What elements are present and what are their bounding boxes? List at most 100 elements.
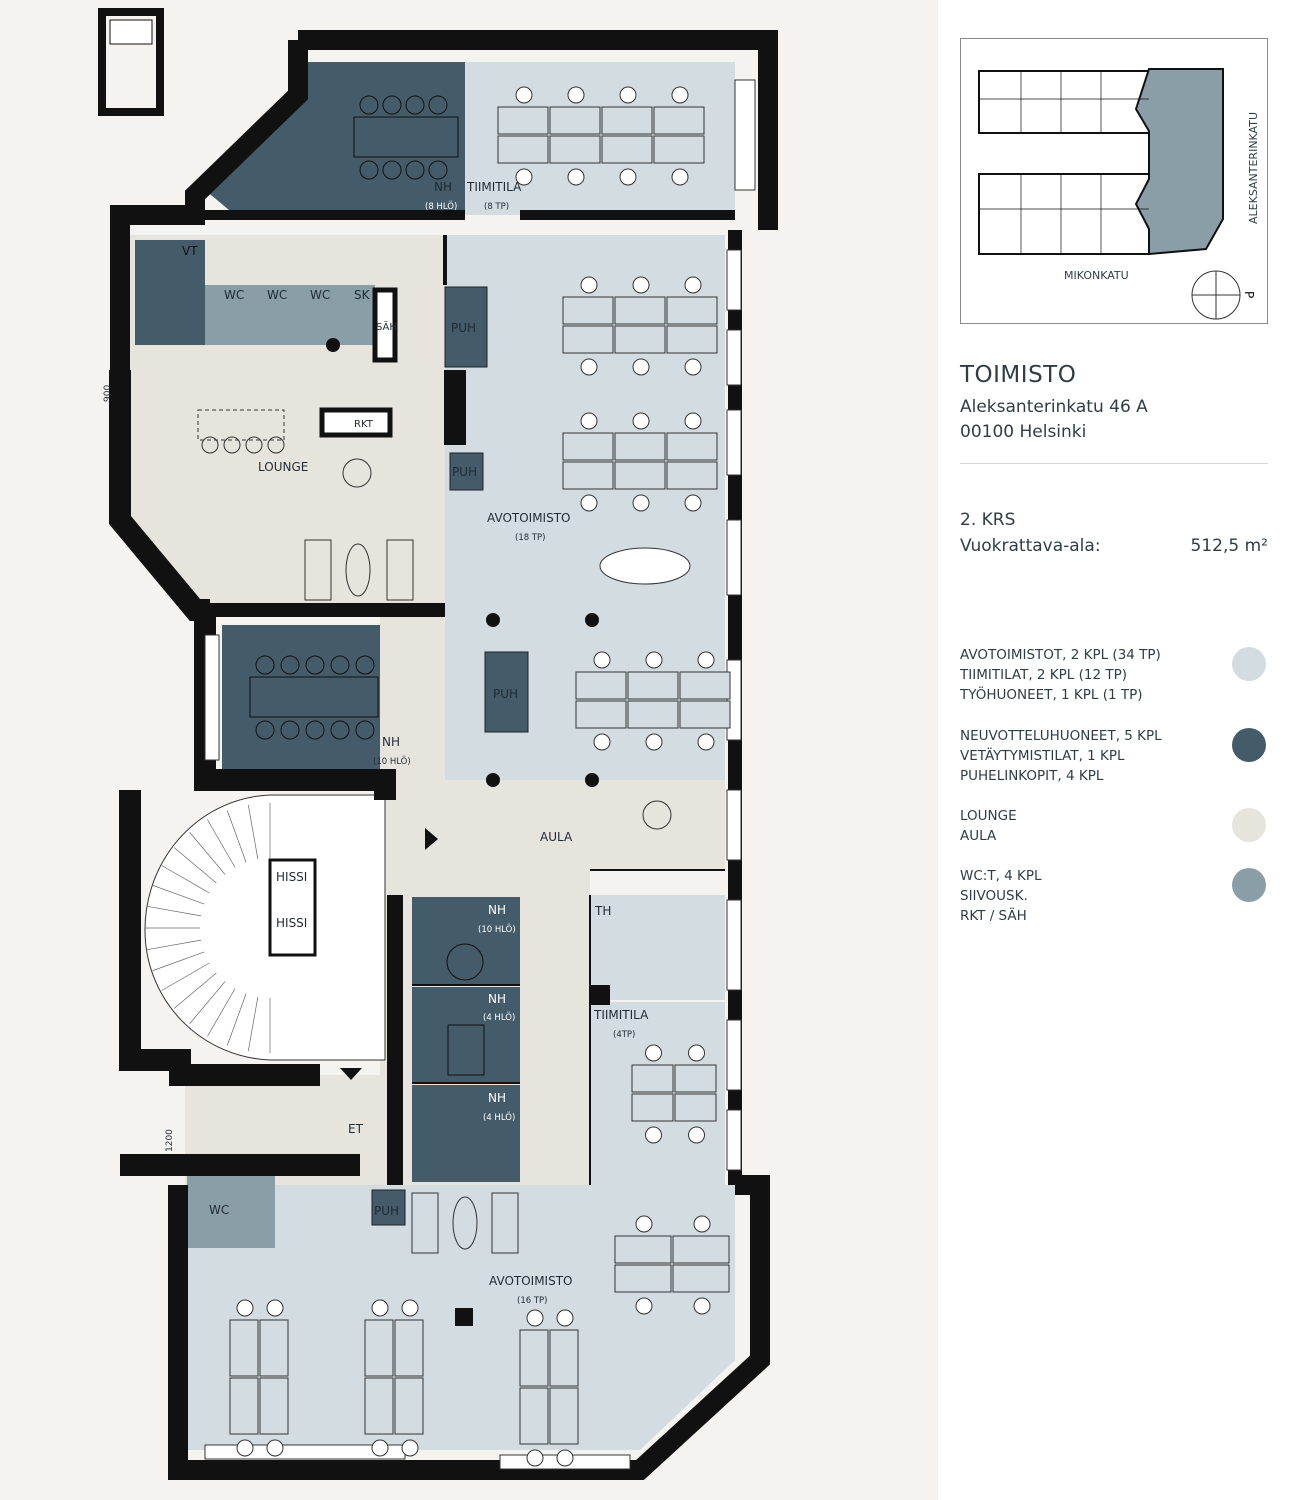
- floor-label: 2. KRS: [960, 510, 1016, 530]
- chair: [684, 358, 702, 376]
- lounge-table: [452, 1196, 478, 1250]
- room-wc-block[interactable]: [205, 285, 375, 345]
- desk: [631, 1093, 674, 1122]
- furniture: [145, 86, 731, 1467]
- column: [585, 773, 599, 787]
- chair: [305, 720, 325, 740]
- puh-booth-2[interactable]: [449, 452, 484, 491]
- stool: [223, 436, 241, 454]
- compass-icon: [1191, 270, 1241, 320]
- label-nh-b: NH: [488, 992, 506, 1006]
- puh-booth-3[interactable]: [484, 651, 529, 733]
- chair: [632, 494, 650, 512]
- column: [486, 773, 500, 787]
- meeting-table: [249, 676, 379, 718]
- desk: [614, 296, 666, 325]
- stair-tread: [161, 962, 210, 991]
- room-vt[interactable]: [135, 240, 205, 345]
- listing-title: TOIMISTO: [960, 362, 1077, 388]
- desk: [259, 1319, 289, 1377]
- sofa: [411, 1192, 439, 1254]
- legend-line: SIIVOUSK.: [960, 888, 1028, 904]
- desk: [666, 325, 718, 354]
- chair: [684, 494, 702, 512]
- legend-line: NEUVOTTELUHUONEET, 5 KPL: [960, 728, 1162, 744]
- keymap-highlight: [1134, 68, 1224, 256]
- desk: [519, 1329, 549, 1387]
- chair: [619, 86, 637, 104]
- room-labels: NH (8 HLÖ) TIIMITILA (8 TP) VT WC WC WC …: [103, 180, 649, 1306]
- label-avotoimisto-top-cap: (18 TP): [515, 533, 545, 543]
- chair: [280, 720, 300, 740]
- chair: [556, 1309, 574, 1327]
- desk: [614, 1264, 672, 1293]
- legend-line: RKT / SÄH: [960, 908, 1027, 924]
- room-th[interactable]: [590, 895, 725, 1000]
- label-nh-mid: NH: [382, 735, 400, 749]
- chair: [684, 276, 702, 294]
- chair: [428, 95, 448, 115]
- puh-booth-4[interactable]: [371, 1189, 406, 1226]
- desk: [497, 106, 549, 135]
- label-nh-mid-cap: (10 HLÖ): [373, 756, 411, 767]
- location-keymap: MIKONKATU ALEKSANTERINKATU P: [960, 38, 1268, 324]
- desk: [666, 432, 718, 461]
- desk: [653, 135, 705, 164]
- chair: [697, 651, 715, 669]
- desk: [364, 1377, 394, 1435]
- label-nh-c: NH: [488, 1091, 506, 1105]
- info-panel: MIKONKATU ALEKSANTERINKATU P TOIMISTO Al…: [938, 0, 1292, 1500]
- desk: [672, 1264, 730, 1293]
- room-nh-c[interactable]: [412, 1085, 520, 1182]
- desk: [562, 461, 614, 490]
- label-puh1: PUH: [451, 321, 476, 335]
- stool: [201, 436, 219, 454]
- stair-tread: [174, 847, 217, 884]
- stair-tread: [174, 972, 217, 1009]
- chair: [330, 655, 350, 675]
- desk: [549, 106, 601, 135]
- elevator-shaft: [268, 858, 317, 957]
- meeting-table: [446, 943, 484, 981]
- label-et: ET: [348, 1122, 364, 1136]
- label-hissi1: HISSI: [276, 870, 307, 884]
- legend-line: TIIMITILAT, 2 KPL (12 TP): [960, 667, 1127, 683]
- chair: [645, 651, 663, 669]
- address: Aleksanterinkatu 46 A 00100 Helsinki: [960, 395, 1148, 445]
- label-tiimitila-mid-cap: (4TP): [613, 1030, 635, 1040]
- desk: [627, 671, 679, 700]
- chair: [645, 1044, 662, 1062]
- label-dim-1200: 1200: [165, 1129, 175, 1152]
- room-wc-bottom[interactable]: [187, 1168, 275, 1248]
- sofa: [491, 1192, 519, 1254]
- chair: [645, 733, 663, 751]
- rkt-room[interactable]: [319, 407, 393, 438]
- desk: [549, 1329, 579, 1387]
- chair: [688, 1044, 705, 1062]
- desk: [601, 135, 653, 164]
- sah-room[interactable]: [372, 287, 398, 363]
- label-dim-900: 900: [103, 385, 113, 402]
- area-value: 512,5 m²: [1190, 536, 1268, 556]
- desk: [229, 1377, 259, 1435]
- chair: [684, 412, 702, 430]
- label-nh-top-cap: (8 HLÖ): [425, 201, 457, 212]
- label-avotoimisto-bottom: AVOTOIMISTO: [489, 1274, 572, 1288]
- desk: [259, 1377, 289, 1435]
- desk: [575, 671, 627, 700]
- chair: [688, 1126, 705, 1144]
- label-puh4: PUH: [374, 1204, 399, 1218]
- chair: [580, 494, 598, 512]
- chair: [693, 1215, 711, 1233]
- sofa: [304, 539, 332, 601]
- chair: [405, 95, 425, 115]
- chair: [593, 651, 611, 669]
- floor-plan: NH (8 HLÖ) TIIMITILA (8 TP) VT WC WC WC …: [98, 8, 778, 1480]
- legend-swatch: [1232, 808, 1266, 842]
- puh-booth-1[interactable]: [444, 286, 488, 368]
- legend-item-meeting: NEUVOTTELUHUONEET, 5 KPL VETÄYTYMISTILAT…: [960, 726, 1268, 786]
- keymap-street-right: ALEKSANTERINKATU: [1247, 112, 1260, 224]
- service-stair: [98, 8, 164, 116]
- chair: [593, 733, 611, 751]
- legend-item-workspaces: AVOTOIMISTOT, 2 KPL (34 TP) TIIMITILAT, …: [960, 645, 1268, 705]
